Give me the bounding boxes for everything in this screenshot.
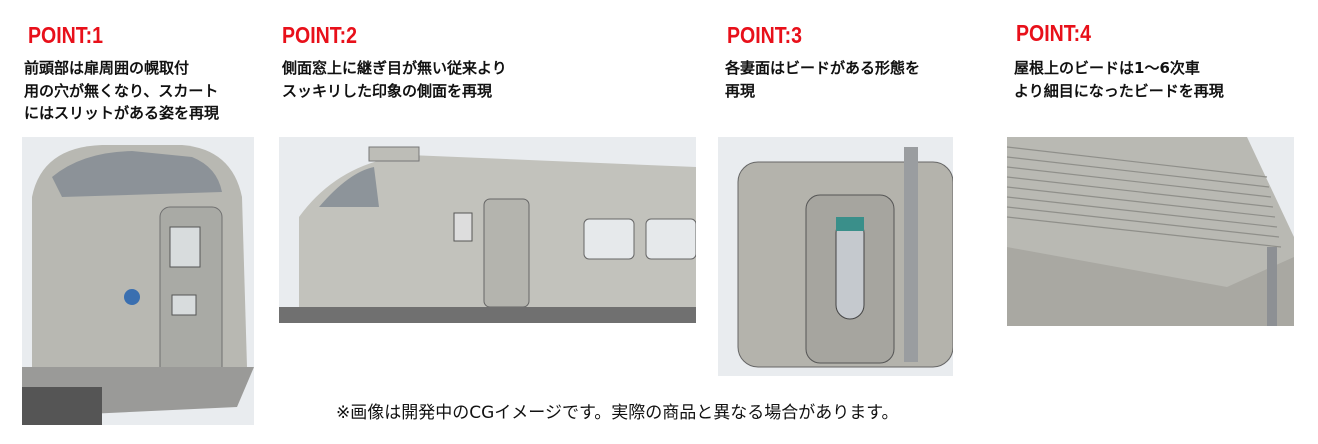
side-render xyxy=(279,137,696,323)
desc-line: 再現 xyxy=(725,81,756,100)
desc-line: 屋根上のビードは1～6次車 xyxy=(1014,59,1200,77)
desc-line: スッキリした印象の側面を再現 xyxy=(282,81,493,100)
desc-line: にはスリットがある姿を再現 xyxy=(24,104,220,122)
point-3-description: 各妻面はビードがある形態を 再現 xyxy=(725,57,920,102)
front-cab-render xyxy=(22,137,254,425)
point-1-title: POINT:1 xyxy=(28,22,103,48)
roof-render xyxy=(1007,137,1294,326)
end-face-render xyxy=(718,137,953,376)
desc-line: 前頭部は扉周囲の幌取付 xyxy=(24,59,190,77)
disclaimer-footnote: ※画像は開発中のCGイメージです。実際の商品と異なる場合があります。 xyxy=(336,403,899,423)
point-2-title: POINT:2 xyxy=(282,22,357,48)
point-2-description: 側面窓上に継ぎ目が無い従来より スッキリした印象の側面を再現 xyxy=(282,57,507,102)
desc-line: より細目になったビードを再現 xyxy=(1014,81,1224,100)
point-3-title: POINT:3 xyxy=(727,22,802,48)
point-1-description: 前頭部は扉周囲の幌取付 用の穴が無くなり、スカート にはスリットがある姿を再現 xyxy=(24,57,219,125)
desc-line: 側面窓上に継ぎ目が無い従来より xyxy=(282,59,507,77)
point-4-title: POINT:4 xyxy=(1016,20,1091,46)
desc-line: 各妻面はビードがある形態を xyxy=(725,59,921,77)
point-4-description: 屋根上のビードは1～6次車 より細目になったビードを再現 xyxy=(1014,57,1224,102)
desc-line: 用の穴が無くなり、スカート xyxy=(24,81,219,100)
